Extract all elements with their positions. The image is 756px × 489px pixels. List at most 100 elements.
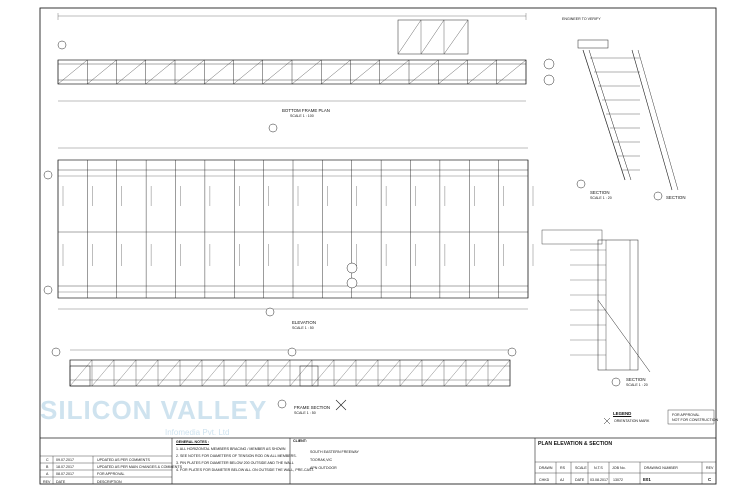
- rev-row-2-date: 18.07.2017: [56, 465, 74, 469]
- val-job: 13072: [613, 478, 623, 482]
- bottom-truss-diagonal: [333, 359, 357, 387]
- legend-label: LEGEND: [613, 411, 632, 416]
- right-section-top: SECTION: [590, 190, 610, 195]
- section-marker: [43, 170, 53, 180]
- bottom-truss-diagonal: [157, 359, 181, 387]
- val-date-label: DATE: [575, 478, 585, 482]
- right-section-bottom: SECTION: [626, 377, 646, 382]
- hdr-scale: SCALE: [575, 466, 587, 470]
- rev-row-3-rev: A: [46, 472, 49, 476]
- section-marker: [268, 123, 278, 133]
- top-inset-panel: [397, 19, 469, 55]
- top-truss-diagonal: [116, 59, 146, 85]
- section-marker: [346, 262, 358, 274]
- rev-row-1-date: 09.07.2017: [56, 458, 74, 462]
- orientation-mark: [335, 399, 347, 411]
- right-lower-strut: [597, 299, 651, 373]
- right-section-top-scale: SCALE 1 : 20: [590, 196, 612, 200]
- section-marker: [43, 285, 53, 295]
- section-marker: [543, 58, 555, 70]
- bottom-truss-diagonal: [289, 359, 313, 387]
- middle-scale: SCALE 1 : 50: [292, 326, 314, 330]
- rev-row-1-desc: UPDATED AS PER COMMENTS: [97, 458, 150, 462]
- approval-note-2: NOT FOR CONSTRUCTION: [672, 418, 719, 422]
- top-truss-diagonal: [57, 59, 88, 85]
- bottom-truss-diagonal: [113, 359, 137, 387]
- top-truss-diagonal: [321, 59, 351, 85]
- section-marker: [277, 399, 287, 409]
- legend-item: ORIENTATION MARK: [614, 419, 650, 423]
- bottom-truss-diagonal: [311, 359, 335, 387]
- bottom-truss-diagonal: [465, 359, 489, 387]
- bottom-truss-diagonal: [355, 359, 379, 387]
- bottom-truss-diagonal: [267, 359, 291, 387]
- top-truss-diagonal: [408, 59, 439, 85]
- val-aj: AJ: [560, 478, 565, 482]
- top-truss-diagonal: [145, 59, 176, 85]
- val-drawing-number: E01: [643, 477, 651, 482]
- right-lower-frame: [597, 239, 639, 371]
- top-plan-label: BOTTOM FRAME PLAN: [282, 108, 330, 113]
- bottom-truss-diagonal: [135, 359, 159, 387]
- inset-diagonal: [397, 19, 422, 55]
- approval-box: [667, 409, 715, 425]
- bottom-label: FRAME SECTION: [294, 405, 331, 410]
- top-truss-diagonal: [291, 59, 322, 85]
- watermark-brand: SILICON VALLEY: [40, 395, 268, 425]
- bottom-truss-diagonal: [421, 359, 445, 387]
- section-marker: [57, 40, 67, 50]
- section-marker: [576, 179, 586, 189]
- rev-head-rev: REV: [43, 480, 51, 484]
- right-section-member: [582, 49, 626, 181]
- client-line-1: SOUTH EASTERN FREEWAY: [310, 450, 359, 454]
- rev-row-3-date: 08.07.2017: [56, 472, 74, 476]
- right-section-mid: SECTION: [666, 195, 686, 200]
- top-truss-diagonal: [467, 59, 497, 85]
- inset-diagonal: [420, 19, 445, 55]
- sheet-border: [39, 7, 717, 485]
- note-3: 3. PIN PLATES FOR DIAMETER BELOW 200 OUT…: [176, 461, 294, 465]
- val-chkd: CHKD: [539, 478, 550, 482]
- right-section-member: [637, 49, 679, 191]
- top-truss-diagonal: [496, 59, 527, 85]
- section-marker: [543, 74, 555, 86]
- top-truss-diagonal: [87, 59, 117, 85]
- callout-box: [541, 229, 603, 245]
- bottom-truss-diagonal: [487, 359, 511, 387]
- hdr-rs: RS: [560, 466, 565, 470]
- top-truss-diagonal: [262, 59, 293, 85]
- section-marker: [653, 191, 663, 201]
- section-marker: [287, 347, 297, 357]
- drawing-title: PLAN ELEVATION & SECTION: [538, 441, 613, 447]
- rev-row-3-desc: FOR APPROVAL: [97, 472, 125, 476]
- section-marker: [507, 347, 517, 357]
- inset-diagonal: [443, 19, 469, 55]
- bottom-truss-diagonal: [399, 359, 423, 387]
- bottom-truss-diagonal: [91, 359, 115, 387]
- bottom-truss-diagonal: [179, 359, 203, 387]
- top-truss-diagonal: [204, 59, 234, 85]
- rev-row-1-rev: C: [46, 458, 49, 462]
- note-2: 2. SEE NOTES FOR DIAMETERS OF TENSION RO…: [176, 454, 297, 458]
- right-section-cap: [577, 39, 609, 49]
- hdr-rev: REV: [706, 466, 714, 470]
- bottom-truss-diagonal: [69, 359, 93, 387]
- hdr-job: JOB No.: [612, 466, 626, 470]
- section-marker: [51, 347, 61, 357]
- engineer-note: ENGINEER TO VERIFY: [562, 17, 601, 21]
- top-truss-diagonal: [174, 59, 205, 85]
- note-1: 1. ALL HORIZONTAL MEMBERS BRACING / MEMB…: [176, 447, 286, 451]
- legend-orientation-icon: [603, 417, 611, 425]
- rev-row-2-rev: B: [46, 465, 49, 469]
- section-marker: [346, 277, 358, 289]
- val-date: 03.08.2017: [590, 478, 608, 482]
- bottom-truss-diagonal: [245, 359, 269, 387]
- hdr-drawn: DRAWN: [539, 466, 553, 470]
- top-truss-diagonal: [350, 59, 380, 85]
- rev-head-desc: DESCRIPTION: [97, 480, 122, 484]
- bottom-truss-diagonal: [201, 359, 225, 387]
- approval-note-1: FOR APPROVAL: [672, 413, 700, 417]
- bottom-truss-diagonal: [443, 359, 467, 387]
